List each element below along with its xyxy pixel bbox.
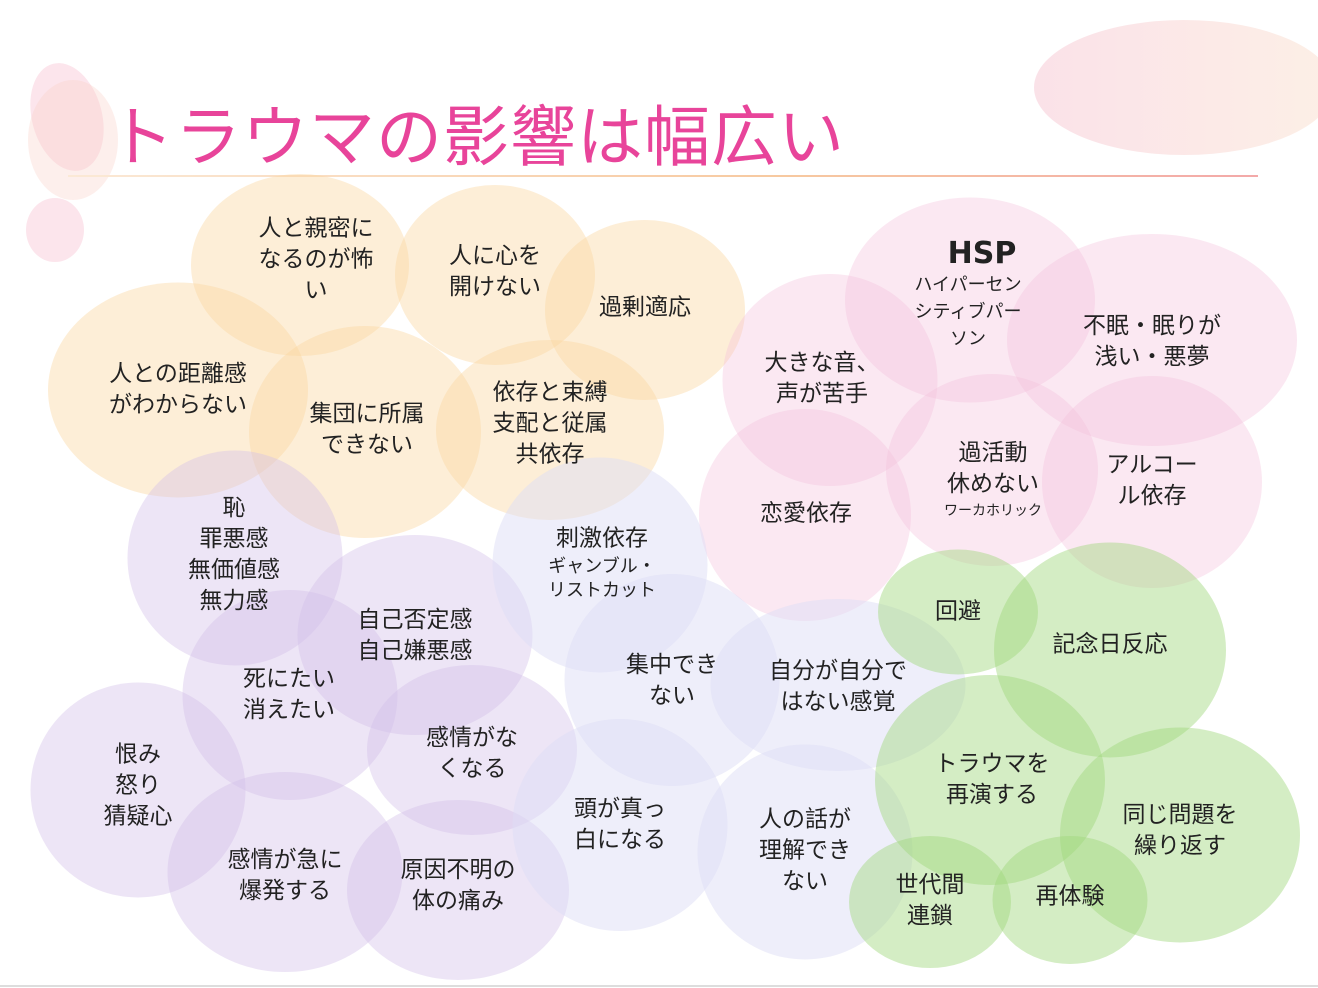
decorative-blob xyxy=(26,198,84,262)
label-love-dependence: 恋愛依存 xyxy=(760,500,852,527)
label-reenact: トラウマを 再演する xyxy=(934,751,1050,808)
label-anniversary: 記念日反応 xyxy=(1052,631,1168,658)
bubble xyxy=(249,326,481,538)
slide-title: トラウマの影響は幅広い xyxy=(108,99,845,176)
label-resentment: 恨み 怒り 猜疑心 xyxy=(103,741,173,830)
bubble xyxy=(845,197,1095,403)
label-reexperience: 再体験 xyxy=(1035,883,1105,910)
label-dependence: 依存と束縛 支配と従属 共依存 xyxy=(492,379,608,468)
bubble xyxy=(167,772,403,972)
bubble xyxy=(512,719,728,931)
bubble xyxy=(1060,727,1300,943)
decorative-blob xyxy=(28,80,118,200)
label-belong: 集団に所属 できない xyxy=(309,401,425,458)
bubble xyxy=(994,542,1226,758)
label-repeat: 同じ問題を 繰り返す xyxy=(1122,802,1238,859)
bubble xyxy=(710,599,966,771)
label-listening: 人の話が 理解でき ない xyxy=(759,806,851,895)
bubble xyxy=(182,590,398,800)
label-insomnia: 不眠・眠りが 浅い・悪夢 xyxy=(1083,313,1221,370)
label-intimacy: 人と親密に なるのが怖 い xyxy=(258,215,374,304)
label-generational: 世代間 連鎖 xyxy=(895,872,965,929)
bubble xyxy=(886,374,1098,566)
bubble xyxy=(699,409,911,621)
bubble xyxy=(875,675,1105,885)
label-overactive-sub: ワーカホリック xyxy=(944,503,1042,519)
label-shame: 恥 罪悪感 無価値感 無力感 xyxy=(188,495,280,614)
decorative-blob xyxy=(1034,20,1318,155)
label-stimulus-sub: ギャンブル・ リストカット xyxy=(548,556,656,601)
bubble xyxy=(545,220,745,400)
bubble xyxy=(127,450,343,666)
bubble xyxy=(1042,376,1262,588)
bubble xyxy=(395,185,595,365)
bubble xyxy=(722,274,938,486)
label-blank: 頭が真っ 白になる xyxy=(574,796,666,853)
label-pain: 原因不明の 体の痛み xyxy=(400,857,516,914)
label-over-adapt: 過剰適応 xyxy=(599,294,691,321)
bubble xyxy=(849,836,1011,968)
label-depersonalization: 自分が自分で はない感覚 xyxy=(769,658,907,715)
bubble xyxy=(992,836,1148,964)
bottom-border xyxy=(0,985,1318,987)
label-hsp-sub: ハイパーセン シティブパー ソン xyxy=(914,274,1022,350)
label-suicidal: 死にたい 消えたい xyxy=(243,666,335,723)
bubble xyxy=(191,174,409,356)
title-divider xyxy=(68,175,1258,177)
label-noise: 大きな音、 声が苦手 xyxy=(764,350,880,407)
label-overactive: 過活動 休めない xyxy=(947,440,1039,497)
bubble xyxy=(48,282,308,498)
label-stimulus: 刺激依存 xyxy=(556,525,648,552)
label-open-heart: 人に心を 開けない xyxy=(449,243,541,300)
label-distance: 人との距離感 がわからない xyxy=(109,361,247,418)
bubble xyxy=(697,744,913,960)
label-outburst: 感情が急に 爆発する xyxy=(227,847,343,904)
bubble xyxy=(30,682,246,898)
label-hsp: HSP xyxy=(947,236,1017,271)
label-numb: 感情がな くなる xyxy=(426,725,518,782)
bubble xyxy=(1007,234,1297,446)
label-alcohol: アルコー ル依存 xyxy=(1106,452,1198,509)
label-avoidance: 回避 xyxy=(935,598,981,625)
label-concentration: 集中でき ない xyxy=(626,652,718,709)
bubble xyxy=(878,549,1038,675)
label-self-denial: 自己否定感 自己嫌悪感 xyxy=(357,607,473,664)
